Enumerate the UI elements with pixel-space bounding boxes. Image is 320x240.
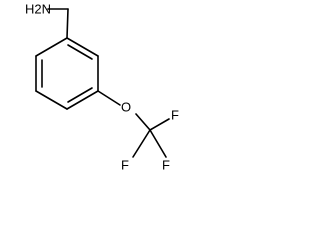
ring-bond-6	[35, 37, 68, 57]
benzene-ring	[35, 37, 99, 110]
carbon-fluorine-bond-top	[149, 118, 170, 131]
carbon-fluorine-bond-right	[149, 129, 167, 158]
structure-canvas: H2N O F F F	[0, 0, 185, 189]
aryl-oxygen-bond	[97, 90, 121, 106]
ring-bond-1	[66, 37, 99, 57]
ring-double-bond-1	[67, 44, 93, 60]
fluorine-label-1: F	[171, 107, 179, 122]
ring-bond-4	[35, 90, 68, 110]
fluorine-label-2: F	[121, 157, 129, 172]
ring-double-bond-2	[67, 87, 93, 103]
amine-label: H2N	[25, 1, 51, 16]
ch2-bond	[66, 8, 69, 39]
carbon-fluorine-bond-left	[132, 129, 151, 158]
oxygen-label: O	[121, 99, 131, 114]
oxygen-carbon-bond	[135, 113, 151, 131]
ring-bond-3	[66, 90, 99, 110]
molecule-diagram: H2N O F F F	[25, 1, 179, 172]
fluorine-label-3: F	[162, 157, 170, 172]
